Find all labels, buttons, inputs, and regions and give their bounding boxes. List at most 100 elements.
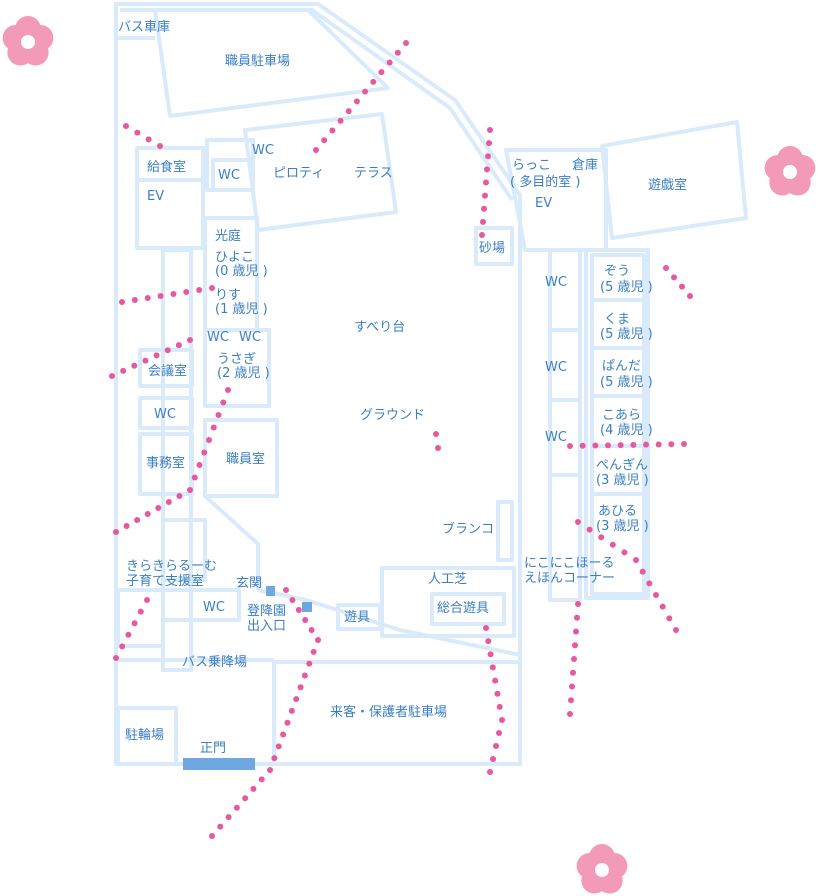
path-dot <box>487 651 494 658</box>
path-dot <box>155 505 162 511</box>
main-gate-label: 正門 <box>200 741 227 756</box>
path-dot <box>315 637 321 643</box>
path-dot <box>295 607 302 613</box>
school-entry-label-1: 登降園 <box>247 604 287 619</box>
path-dot <box>485 638 492 645</box>
wc-left-label: WC <box>154 407 176 422</box>
ev-right-label: EV <box>535 196 553 211</box>
path-dot <box>487 769 493 775</box>
path-dot <box>673 627 679 633</box>
path-dot <box>120 367 127 374</box>
path-dot <box>345 108 352 115</box>
path-dot <box>571 656 577 662</box>
panda-age-label: (5 歳児 ) <box>600 375 653 390</box>
path-dot <box>258 776 265 783</box>
path-dot <box>481 205 487 212</box>
path-dot <box>119 299 125 305</box>
main-gate-marker <box>183 758 255 770</box>
path-dot <box>210 424 217 431</box>
path-dot <box>494 690 501 697</box>
path-dot <box>489 664 496 671</box>
bus-stop-label: バス乗降場 <box>182 655 248 670</box>
wc-kitchen-label: WC <box>218 168 240 183</box>
path-dot <box>486 140 492 147</box>
path-dot <box>639 568 646 575</box>
path-dot <box>621 549 628 556</box>
path-dot <box>233 804 240 811</box>
wc-mid-a-label: WC <box>207 330 229 345</box>
path-dot <box>496 730 502 736</box>
path-dot <box>485 153 491 160</box>
koara-label: こあら <box>602 408 642 423</box>
panda-label: ぱんだ <box>602 359 642 374</box>
path-dot <box>137 608 144 615</box>
path-dot <box>574 614 580 621</box>
path-dot <box>302 617 309 623</box>
path-dot <box>617 442 624 449</box>
path-dot <box>134 129 141 136</box>
flower-icon <box>764 146 816 196</box>
path-dot <box>301 672 308 679</box>
swing-label: ブランコ <box>442 522 495 537</box>
path-dot <box>280 731 287 738</box>
entrance-marker <box>266 586 275 596</box>
path-dot <box>250 785 257 792</box>
hiyoko-age-label: (0 歳児 ) <box>215 264 268 279</box>
usagi-age-label: (2 歳児 ) <box>217 366 270 381</box>
path-dot <box>215 412 222 418</box>
path-dot <box>165 499 172 505</box>
rakko-label: らっこ <box>512 158 552 173</box>
wc-top-label: WC <box>252 143 274 158</box>
path-dot <box>176 493 183 499</box>
path-dot <box>187 337 193 343</box>
path-dot <box>605 442 611 449</box>
path-dot <box>191 474 198 481</box>
path-dot <box>353 98 360 105</box>
path-dot <box>567 711 573 717</box>
path-dot <box>386 59 393 66</box>
path-dot <box>142 357 149 364</box>
path-dot <box>666 615 673 622</box>
wc-r1-label: WC <box>545 275 567 290</box>
path-dot <box>496 703 503 710</box>
staff-room-label: 職員室 <box>226 452 266 467</box>
path-dot <box>569 683 575 690</box>
path-dot <box>630 441 637 448</box>
path-dot <box>175 342 182 349</box>
zou-age-label: (5 歳児 ) <box>600 280 653 295</box>
path-dot <box>157 143 163 149</box>
wc-mid-b-label: WC <box>239 330 261 345</box>
play-equipment-label: 遊具 <box>344 610 371 625</box>
risu-label: りす <box>215 288 242 303</box>
path-dot <box>586 526 593 533</box>
path-dot <box>145 136 152 143</box>
path-dot <box>633 557 639 563</box>
visitor-parking-label: 来客・保護者駐車場 <box>330 705 448 720</box>
path-dot <box>206 437 212 443</box>
path-dot <box>659 603 666 610</box>
wc-r3-label: WC <box>545 430 567 445</box>
path-dot <box>570 669 576 676</box>
path-dot <box>131 297 138 303</box>
path-dot <box>403 40 409 46</box>
courtyard-label: 光庭 <box>215 229 242 244</box>
flower-icon <box>576 844 628 894</box>
path-dot <box>394 49 401 56</box>
wc-bottom-label: WC <box>203 600 225 615</box>
storage-label: 倉庫 <box>572 158 599 173</box>
picture-book-label-1: にこにこほーる <box>524 556 615 571</box>
path-dot <box>592 442 599 449</box>
risu-age-label: (1 歳児 ) <box>215 302 268 317</box>
path-dot <box>609 541 616 548</box>
path-dot <box>310 648 317 655</box>
picture-book-label-2: えほんコーナー <box>524 571 616 586</box>
path-dot <box>643 441 649 448</box>
path-dot <box>196 462 203 468</box>
path-dot <box>201 449 208 456</box>
path-dot <box>164 347 171 354</box>
path-dot <box>131 620 138 627</box>
koara-age-label: (4 歳児 ) <box>600 423 653 438</box>
hiyoko-label: ひよこ <box>215 250 255 265</box>
path-dot <box>144 511 151 517</box>
